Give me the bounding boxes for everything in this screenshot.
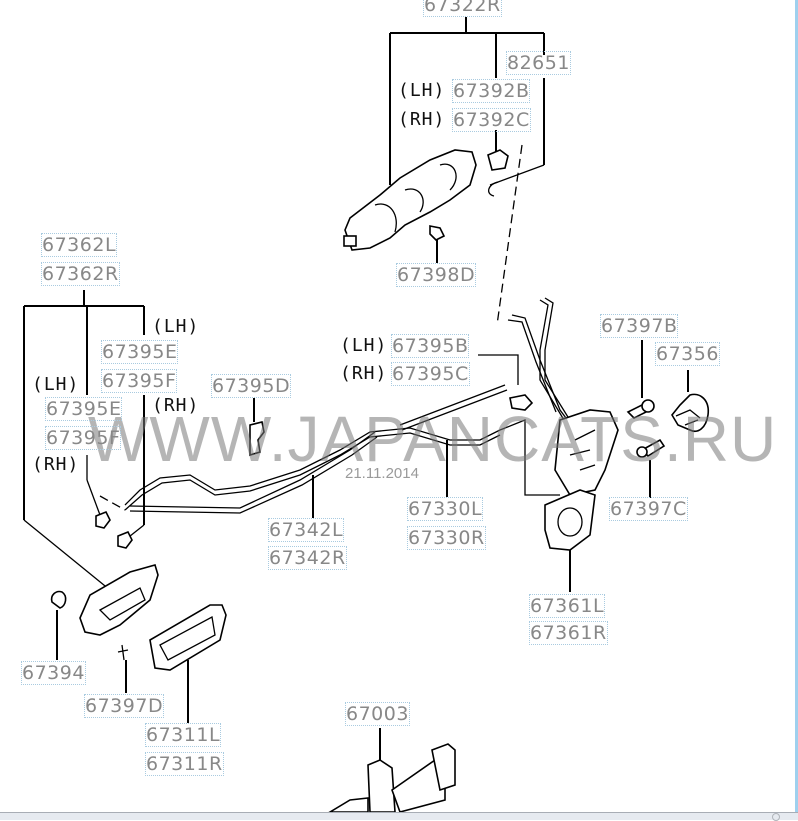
- clips-drawing: [95, 398, 265, 549]
- part-link-67395B[interactable]: 67395B: [390, 334, 470, 358]
- part-link-67356[interactable]: 67356: [655, 342, 720, 366]
- part-link-67311L[interactable]: 67311L: [144, 723, 222, 747]
- part-link-67330L[interactable]: 67330L: [406, 497, 484, 521]
- part-link-67398D[interactable]: 67398D: [395, 263, 477, 287]
- pane-border: [795, 0, 798, 812]
- status-bar: [0, 812, 798, 820]
- door-check-drawing: [328, 728, 456, 812]
- part-link-67003[interactable]: 67003: [345, 702, 410, 726]
- part-link-67395E[interactable]: 67395E: [44, 397, 123, 421]
- part-link-67361R[interactable]: 67361R: [529, 621, 608, 645]
- outside-handle-drawing: [343, 149, 509, 251]
- rh-label: (RH): [152, 395, 200, 416]
- part-link-67362R[interactable]: 67362R: [41, 262, 120, 286]
- dashed-rod-line: [496, 144, 523, 326]
- part-link-67395F[interactable]: 67395F: [44, 426, 122, 450]
- part-link-67395C[interactable]: 67395C: [391, 362, 470, 386]
- status-zoom-icon[interactable]: [772, 813, 780, 821]
- part-link-67395E[interactable]: 67395E: [100, 340, 179, 364]
- leader-67362: [23, 290, 145, 591]
- latch-drawing: [507, 297, 619, 592]
- part-link-67392C[interactable]: 67392C: [452, 108, 531, 132]
- rh-label: (RH): [398, 109, 446, 130]
- part-link-82651[interactable]: 82651: [506, 51, 571, 75]
- part-link-67395D[interactable]: 67395D: [210, 374, 292, 398]
- lh-label: (LH): [32, 374, 80, 395]
- striker-drawing: [626, 340, 710, 498]
- cables-drawing: [124, 354, 560, 518]
- part-link-67395F[interactable]: 67395F: [100, 369, 178, 393]
- part-link-67311R[interactable]: 67311R: [145, 752, 224, 776]
- lh-label: (LH): [398, 80, 446, 101]
- rh-label: (RH): [340, 363, 388, 384]
- lh-label: (LH): [340, 335, 388, 356]
- lh-label: (LH): [152, 316, 200, 337]
- part-link-67392B[interactable]: 67392B: [451, 79, 531, 103]
- part-link-67397D[interactable]: 67397D: [83, 694, 165, 718]
- part-link-67342R[interactable]: 67342R: [268, 546, 347, 570]
- part-link-67397C[interactable]: 67397C: [609, 497, 688, 521]
- leader-67322R: [389, 17, 545, 263]
- part-link-67322R[interactable]: 67322R: [423, 0, 502, 17]
- inner-handle-drawing: [50, 564, 227, 723]
- part-link-67342L[interactable]: 67342L: [267, 518, 345, 542]
- part-link-67397B[interactable]: 67397B: [599, 314, 679, 338]
- rh-label: (RH): [32, 454, 80, 475]
- part-link-67362L[interactable]: 67362L: [40, 233, 118, 257]
- part-link-67330R[interactable]: 67330R: [407, 526, 486, 550]
- part-link-67361L[interactable]: 67361L: [528, 594, 606, 618]
- part-link-67394[interactable]: 67394: [21, 661, 86, 685]
